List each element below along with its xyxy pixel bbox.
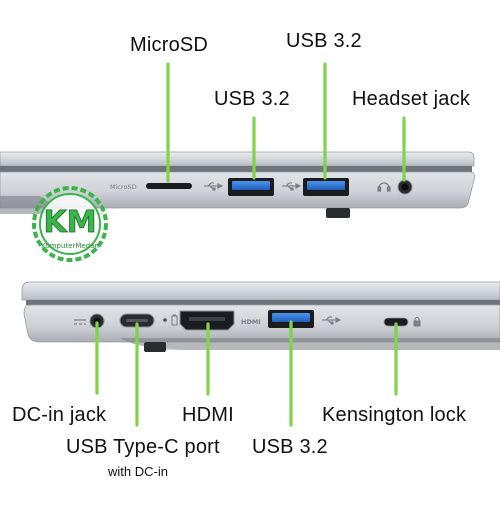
usb-a-port-bottom-tongue bbox=[272, 313, 310, 322]
dc-in-jack-hole bbox=[93, 317, 101, 325]
label-usb-type-c-sub: with DC-in bbox=[108, 464, 168, 479]
logo-mark: KM bbox=[43, 205, 96, 240]
usb-c-led bbox=[163, 318, 167, 322]
label-dc-in-jack: DC-in jack bbox=[12, 404, 107, 426]
usb-c-port-tongue bbox=[126, 319, 148, 322]
label-kensington-lock: Kensington lock bbox=[322, 404, 467, 426]
bottom-underside bbox=[120, 338, 500, 350]
top-hinge-gap bbox=[0, 166, 472, 172]
headset-icon bbox=[377, 182, 391, 192]
usb-symbol-icon bbox=[322, 316, 342, 325]
hdmi-port-tongue bbox=[189, 317, 225, 321]
usb-symbol-icon bbox=[282, 182, 302, 191]
label-usb-left: USB 3.2 bbox=[214, 88, 290, 110]
microsd-engraving: MicroSD bbox=[110, 183, 137, 191]
usb-a-port-left-tongue bbox=[232, 181, 270, 190]
bottom-laptop-side: HDMI bbox=[21, 281, 500, 427]
bottom-lid bbox=[21, 281, 500, 301]
logo-text: KomputerMedan bbox=[41, 242, 99, 250]
battery-icon bbox=[171, 314, 178, 326]
dc-in-icon bbox=[74, 319, 86, 325]
label-usb-type-c: USB Type-C port bbox=[66, 436, 220, 458]
hdmi-engraving: HDMI bbox=[241, 318, 261, 326]
bottom-hinge-gap bbox=[26, 300, 500, 305]
usb-a-port-right-tongue bbox=[307, 181, 345, 190]
usb-symbol-icon bbox=[204, 182, 224, 191]
label-microsd: MicroSD bbox=[130, 34, 209, 56]
bottom-callout-lines bbox=[95, 320, 398, 427]
label-hdmi: HDMI bbox=[182, 404, 234, 426]
headset-jack-hole bbox=[401, 183, 409, 191]
label-headset-jack: Headset jack bbox=[352, 88, 471, 110]
top-callout-lines bbox=[166, 62, 406, 183]
top-underside bbox=[0, 196, 120, 214]
label-usb-right: USB 3.2 bbox=[286, 30, 362, 52]
bottom-foot bbox=[144, 342, 166, 352]
top-laptop-side: MicroSD bbox=[0, 62, 475, 218]
top-foot bbox=[326, 208, 350, 218]
top-lid bbox=[0, 151, 475, 167]
microsd-slot bbox=[146, 183, 192, 189]
lock-icon bbox=[413, 317, 421, 327]
watermark-logo: KM KomputerMedan bbox=[32, 186, 108, 262]
logo-ring bbox=[32, 186, 108, 262]
label-usb-bottom: USB 3.2 bbox=[252, 436, 328, 458]
